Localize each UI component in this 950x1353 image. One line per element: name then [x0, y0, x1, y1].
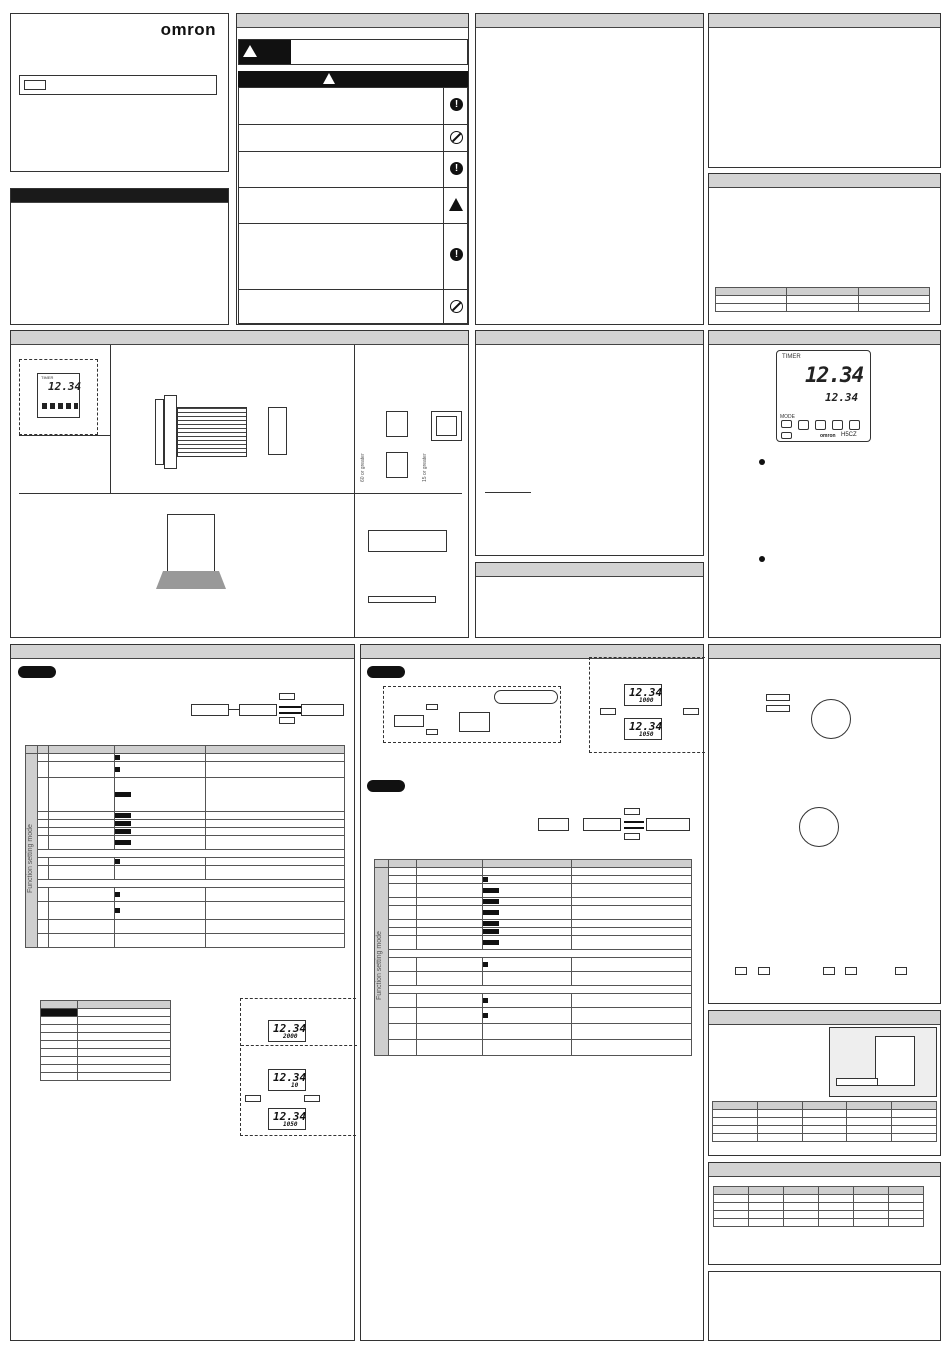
front-view: TIMER 12.34 [19, 359, 98, 435]
socket-diagram-1 [761, 689, 856, 761]
input-circuit-3 [889, 917, 929, 981]
step-badge [367, 780, 405, 792]
up-key-3[interactable] [832, 420, 843, 430]
bullet [759, 556, 765, 562]
brand-small: omron [820, 433, 836, 439]
front-panel: TIMER 12.34 12.34 MODE omron H5CZ [776, 350, 871, 442]
footer-panel [708, 1271, 941, 1341]
dimensions-panel: TIMER 12.34 60 or greater 15 or greater [10, 330, 469, 638]
models-panel [708, 1162, 941, 1265]
timer-photo [829, 1027, 937, 1097]
omron-logo: omron [160, 20, 216, 39]
dim-15-label: 15 or greater [422, 453, 428, 482]
model-field [19, 75, 217, 95]
function-setting-panel-b: 12.34 1000 12.34 1050 Function settin [360, 644, 705, 1341]
socket-view [150, 514, 230, 594]
input-circuit-2 [819, 917, 869, 981]
function-table-a [25, 745, 345, 948]
reset-key[interactable] [781, 432, 792, 439]
operation-flow [383, 686, 561, 743]
panel-cutout: 60 or greater 15 or greater [356, 345, 468, 637]
warning-triangle-icon [243, 45, 257, 57]
safety-panel: ! ! ! [236, 13, 469, 325]
accessory-table [712, 1101, 937, 1142]
mandatory-icon: ! [450, 98, 463, 111]
caution-triangle-icon [323, 73, 335, 84]
lcd-a1: 12.34 1000 [624, 684, 662, 706]
mandatory-icon: ! [450, 248, 463, 261]
warning-triangle-icon [449, 198, 463, 211]
mode-key[interactable] [781, 420, 792, 428]
warning-box [238, 39, 468, 65]
prohibited-icon [450, 131, 463, 144]
lcd-c1: 12.34 10 [268, 1069, 306, 1091]
function-setting-mode-label: Function setting mode [376, 931, 383, 1000]
ratings-table [714, 287, 931, 312]
step-badge [18, 666, 56, 678]
connections-panel [708, 644, 941, 1004]
cover-panel: omron [10, 13, 229, 172]
nomenclature-panel: TIMER 12.34 12.34 MODE omron H5CZ [708, 330, 941, 638]
model-label: H5CZ [841, 432, 857, 438]
function-table-b [374, 859, 692, 1056]
notice-panel [10, 188, 229, 325]
specs-panel [708, 13, 941, 168]
step-badge [367, 666, 405, 678]
mode-label: MODE [780, 414, 795, 420]
display-example-box-2: 12.34 1000 12.34 1050 [589, 657, 705, 753]
lcd-a2: 12.34 1050 [624, 718, 662, 740]
mandatory-icon: ! [450, 162, 463, 175]
dim-60-label: 60 or greater [360, 453, 366, 482]
side-view [150, 393, 287, 471]
ratings-panel [708, 173, 941, 325]
models-table [713, 1186, 924, 1227]
prohibited-icon [450, 300, 463, 313]
accessory-panel [708, 1010, 941, 1156]
main-digits: 12.34 [48, 380, 82, 393]
socket-diagram-2 [775, 805, 865, 865]
up-key-4[interactable] [849, 420, 860, 430]
function-setting-mode-label: Function setting mode [27, 824, 34, 893]
lcd-c2: 12.34 1050 [268, 1108, 306, 1130]
up-key-2[interactable] [815, 420, 826, 430]
input-circuit-1 [731, 917, 781, 981]
installation-panel [475, 330, 704, 556]
function-setting-panel-a: Function setting mode 12.34 2000 12.34 1… [10, 644, 357, 1341]
lcd-b1: 12.34 2000 [268, 1020, 306, 1042]
sub-display: 12.34 [825, 391, 859, 404]
timer-label: TIMER [782, 354, 801, 360]
precautions-panel [475, 13, 704, 325]
main-display: 12.34 [805, 363, 864, 387]
operation-note-panel [475, 562, 704, 638]
timer-label: TIMER [41, 375, 54, 380]
small-table-a [40, 1000, 171, 1081]
bullet [759, 459, 765, 465]
display-example-box: 12.34 2000 12.34 10 12.34 1050 [240, 998, 357, 1136]
up-key-1[interactable] [798, 420, 809, 430]
